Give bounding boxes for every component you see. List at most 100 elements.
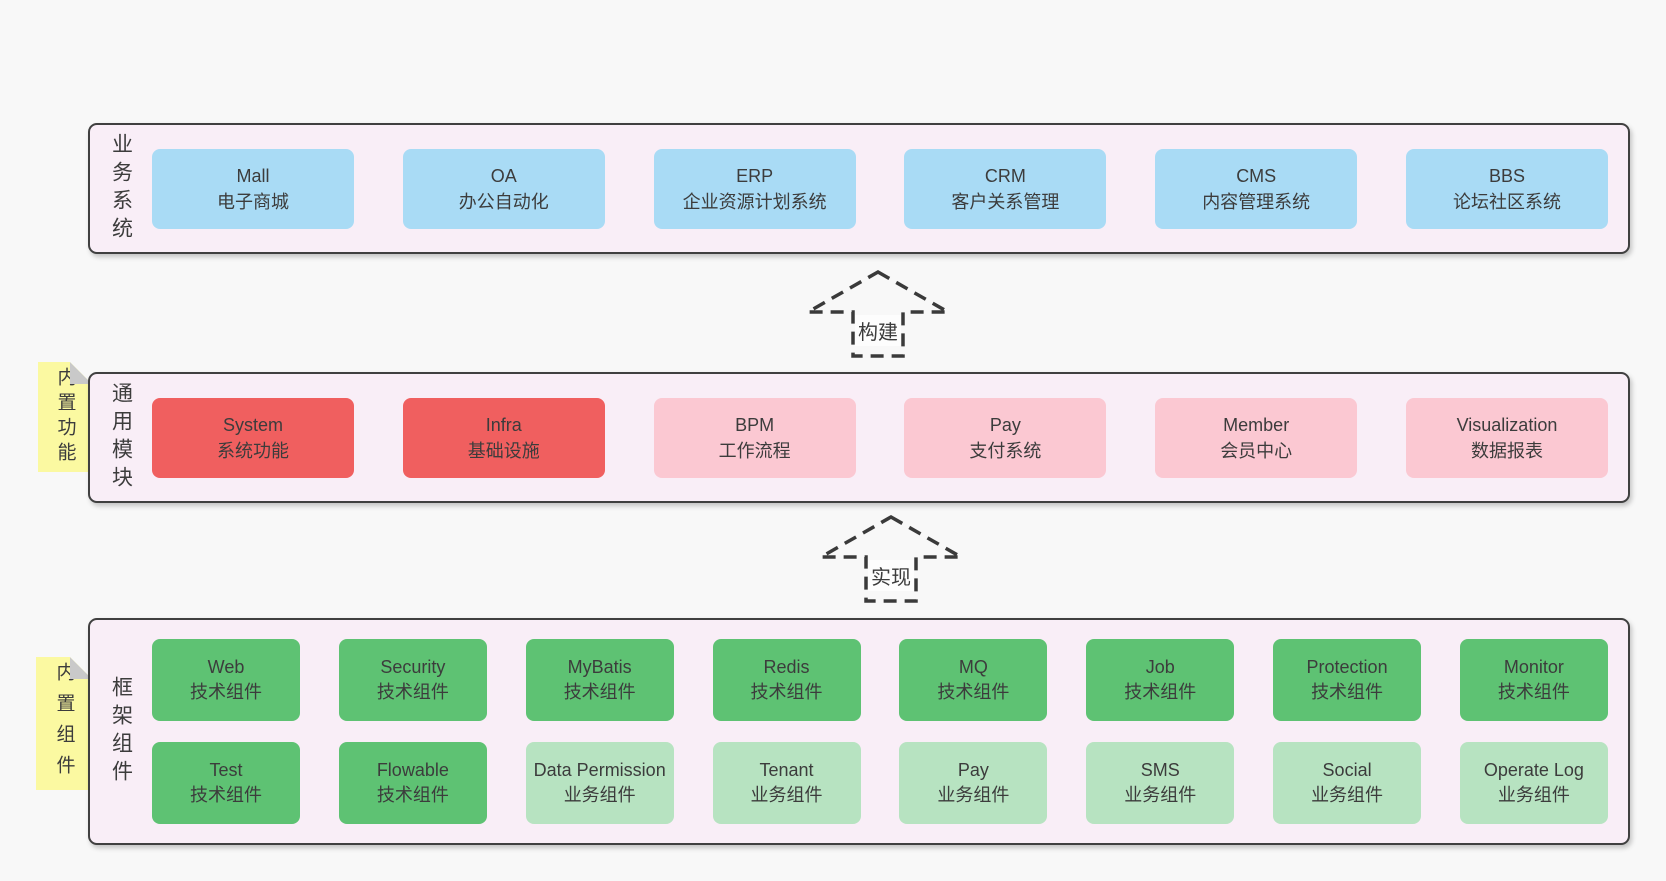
business-systems-panel: 业务系统 Mall 电子商城 OA 办公自动化 ERP 企业资源计划系统 CRM… xyxy=(88,123,1630,254)
box-subtitle: 技术组件 xyxy=(750,682,823,702)
box-subtitle: 基础设施 xyxy=(467,440,540,461)
box-social: Social 业务组件 xyxy=(1273,742,1422,824)
box-tenant: Tenant 业务组件 xyxy=(712,742,861,824)
box-cms: CMS 内容管理系统 xyxy=(1155,148,1358,229)
box-mq: MQ 技术组件 xyxy=(899,639,1048,721)
layer-label-column: 业务系统 xyxy=(90,125,152,252)
implement-arrow: 实现 xyxy=(818,514,964,604)
box-subtitle: 数据报表 xyxy=(1470,440,1543,461)
up-arrow-icon xyxy=(805,269,951,358)
arrow-label: 实现 xyxy=(868,560,914,591)
box-pay-biz: Pay 业务组件 xyxy=(899,742,1048,824)
box-erp: ERP 企业资源计划系统 xyxy=(653,148,856,229)
box-infra: Infra 基础设施 xyxy=(402,397,605,478)
box-title: Security xyxy=(380,657,446,677)
business-boxes: Mall 电子商城 OA 办公自动化 ERP 企业资源计划系统 CRM 客户关系… xyxy=(152,125,1608,252)
box-subtitle: 技术组件 xyxy=(376,785,449,805)
box-subtitle: 电子商城 xyxy=(217,191,289,212)
note-built-in-components: 内置组件 xyxy=(36,657,92,790)
box-subtitle: 会员中心 xyxy=(1220,440,1293,461)
box-monitor: Monitor 技术组件 xyxy=(1459,639,1608,721)
box-subtitle: 技术组件 xyxy=(190,682,262,702)
box-title: MyBatis xyxy=(567,657,632,677)
common-modules-panel: 通用模块 System 系统功能 Infra 基础设施 BPM 工作流程 Pay… xyxy=(88,372,1630,503)
box-title: OA xyxy=(490,165,517,186)
component-row-1: Web 技术组件 Security 技术组件 MyBatis 技术组件 Redi… xyxy=(152,639,1608,721)
box-title: Visualization xyxy=(1456,414,1558,435)
component-rows: Web 技术组件 Security 技术组件 MyBatis 技术组件 Redi… xyxy=(152,620,1608,843)
box-subtitle: 办公自动化 xyxy=(458,191,549,212)
box-title: Operate Log xyxy=(1483,760,1584,780)
box-title: System xyxy=(222,414,283,435)
layer-label: 通用模块 xyxy=(109,381,133,494)
box-title: MQ xyxy=(958,657,988,677)
box-subtitle: 技术组件 xyxy=(190,785,262,805)
box-title: Member xyxy=(1223,414,1290,435)
note-built-in-functions: 内置功能 xyxy=(38,362,92,472)
layer-label-column: 通用模块 xyxy=(90,374,152,501)
box-title: Pay xyxy=(957,760,989,780)
box-sms: SMS 业务组件 xyxy=(1086,742,1235,824)
box-subtitle: 业务组件 xyxy=(1311,785,1384,805)
box-system: System 系统功能 xyxy=(152,397,354,478)
box-bpm: BPM 工作流程 xyxy=(653,397,856,478)
arrow-label: 构建 xyxy=(855,315,901,346)
box-title: ERP xyxy=(736,165,774,186)
framework-components-panel: 框架组件 Web 技术组件 Security 技术组件 MyBatis 技术组件… xyxy=(88,618,1630,845)
box-title: Test xyxy=(209,760,243,780)
box-subtitle: 技术组件 xyxy=(1124,682,1197,702)
box-pay: Pay 支付系统 xyxy=(904,397,1107,478)
box-subtitle: 客户关系管理 xyxy=(951,191,1060,212)
layer-label-column: 框架组件 xyxy=(90,620,152,843)
note-text: 内置组件 xyxy=(53,661,75,786)
box-crm: CRM 客户关系管理 xyxy=(904,148,1107,229)
box-mybatis: MyBatis 技术组件 xyxy=(525,639,674,721)
box-protection: Protection 技术组件 xyxy=(1273,639,1422,721)
box-data-permission: Data Permission 业务组件 xyxy=(525,742,674,824)
layer-label: 框架组件 xyxy=(109,675,133,788)
box-job: Job 技术组件 xyxy=(1086,639,1235,721)
box-title: Flowable xyxy=(376,760,449,780)
box-subtitle: 系统功能 xyxy=(217,440,289,461)
box-title: Pay xyxy=(989,414,1021,435)
box-subtitle: 论坛社区系统 xyxy=(1452,191,1561,212)
box-member: Member 会员中心 xyxy=(1155,397,1358,478)
box-test: Test 技术组件 xyxy=(152,742,300,824)
box-subtitle: 技术组件 xyxy=(563,682,636,702)
box-web: Web 技术组件 xyxy=(152,639,300,721)
box-subtitle: 工作流程 xyxy=(718,440,791,461)
box-title: Web xyxy=(207,657,245,677)
box-subtitle: 业务组件 xyxy=(750,785,823,805)
box-subtitle: 业务组件 xyxy=(1124,785,1197,805)
box-title: BBS xyxy=(1488,165,1525,186)
box-title: SMS xyxy=(1140,760,1180,780)
box-subtitle: 内容管理系统 xyxy=(1202,191,1311,212)
box-subtitle: 技术组件 xyxy=(1497,682,1570,702)
box-subtitle: 技术组件 xyxy=(376,682,449,702)
module-boxes: System 系统功能 Infra 基础设施 BPM 工作流程 Pay 支付系统… xyxy=(152,374,1608,501)
box-title: Mall xyxy=(236,165,270,186)
box-redis: Redis 技术组件 xyxy=(712,639,861,721)
box-subtitle: 技术组件 xyxy=(1311,682,1384,702)
component-row-2: Test 技术组件 Flowable 技术组件 Data Permission … xyxy=(152,742,1608,824)
box-title: Data Permission xyxy=(533,760,666,780)
box-title: CRM xyxy=(984,165,1026,186)
box-subtitle: 企业资源计划系统 xyxy=(682,191,827,212)
box-bbs: BBS 论坛社区系统 xyxy=(1405,148,1608,229)
box-title: CMS xyxy=(1236,165,1277,186)
box-title: Tenant xyxy=(759,760,814,780)
build-arrow: 构建 xyxy=(805,269,951,359)
box-title: Social xyxy=(1322,760,1372,780)
box-title: Redis xyxy=(763,657,810,677)
box-title: Job xyxy=(1145,657,1175,677)
box-security: Security 技术组件 xyxy=(338,639,487,721)
box-title: Protection xyxy=(1306,657,1388,677)
box-subtitle: 业务组件 xyxy=(563,785,636,805)
box-subtitle: 技术组件 xyxy=(937,682,1010,702)
box-subtitle: 业务组件 xyxy=(1497,785,1570,805)
box-subtitle: 业务组件 xyxy=(937,785,1010,805)
box-oa: OA 办公自动化 xyxy=(402,148,605,229)
up-arrow-icon xyxy=(818,514,964,603)
box-title: Infra xyxy=(485,414,522,435)
